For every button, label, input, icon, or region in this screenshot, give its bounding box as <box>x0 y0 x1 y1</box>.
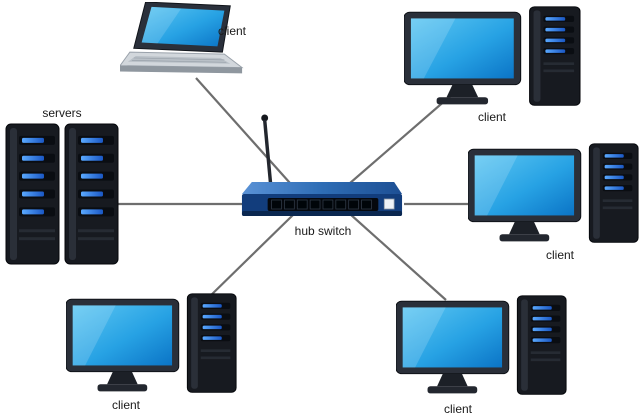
desktop-computer-icon <box>396 294 568 397</box>
laptop-icon <box>120 2 248 84</box>
hub-switch-icon <box>238 112 406 220</box>
node-client-right <box>468 142 640 245</box>
node-hub-switch <box>238 112 406 220</box>
label-client-bottom-left: client <box>111 398 140 412</box>
label-laptop-client: client <box>218 24 247 38</box>
node-client-top-right <box>404 5 582 108</box>
wire-hub-laptop <box>195 77 299 193</box>
wire-hub-client-bottom-left <box>205 213 295 301</box>
desktop-computer-icon <box>66 292 238 395</box>
node-client-bottom-left <box>66 292 238 395</box>
label-client-right: client <box>545 248 574 262</box>
label-servers: servers <box>42 106 82 120</box>
wire-hub-client-top-right <box>341 91 456 191</box>
label-hub-switch: hub switch <box>294 224 352 238</box>
desktop-computer-icon <box>468 142 640 245</box>
wire-hub-client-bottom-right <box>349 213 447 301</box>
label-client-bottom-right: client <box>443 402 472 416</box>
server-towers-icon <box>4 122 120 266</box>
label-client-top-right: client <box>477 110 506 124</box>
node-laptop-client <box>120 2 248 84</box>
node-client-bottom-right <box>396 294 568 397</box>
node-servers <box>4 122 120 266</box>
desktop-computer-icon <box>404 5 582 108</box>
